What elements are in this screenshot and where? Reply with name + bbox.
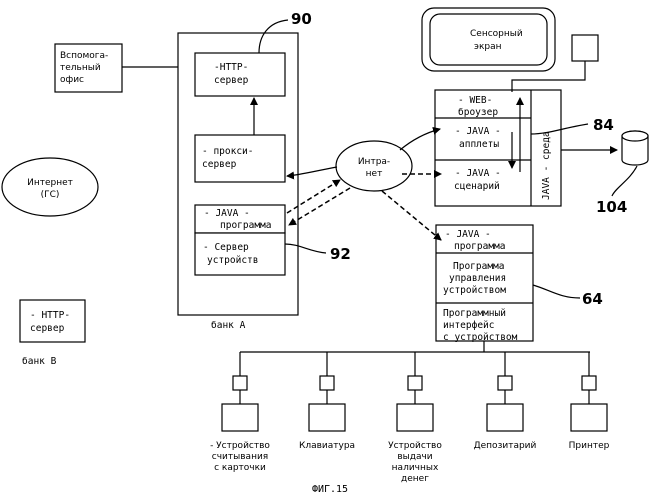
- device-row: - Устройствосчитыванияс карточкиКлавиату…: [210, 352, 610, 484]
- database-icon: [622, 131, 648, 165]
- back-office-label-2: тельный: [60, 63, 101, 73]
- proxy-server-node: - прокси- сервер: [195, 135, 285, 182]
- device-keyboard-label-1: Клавиатура: [299, 441, 355, 451]
- device-cash-dispenser-label-4: денег: [401, 474, 429, 484]
- ref-84-leader: [531, 124, 588, 134]
- internet-label-2: (ГС): [41, 190, 60, 200]
- device-card-reader-label-3: с карточки: [214, 463, 266, 473]
- device-depository-label-1: Депозитарий: [474, 441, 537, 451]
- internet-label-1: Интернет: [27, 178, 73, 188]
- device-printer-label-1: Принтер: [569, 441, 610, 451]
- device-card-reader-label-2: считывания: [212, 452, 268, 462]
- ref-90: 90: [291, 10, 312, 28]
- device-mgmt-label-1: Программа: [453, 261, 504, 272]
- device-cash-dispenser-label-1: Устройство: [388, 441, 442, 451]
- java-applets-label-1: - JAVA -: [455, 126, 501, 137]
- java-to-intranet-dashed-arrow: [287, 180, 340, 213]
- device-keyboard: Клавиатура: [299, 352, 355, 451]
- java-scenario-label-2: сценарий: [454, 181, 500, 192]
- device-server-label-2: устройств: [207, 255, 258, 266]
- device-mgmt-label-2: управления: [449, 273, 506, 284]
- java-applets-label-2: апплеты: [459, 139, 499, 150]
- java-program-a-sublabel: программа: [220, 220, 271, 231]
- touch-screen-label-2: экран: [474, 42, 502, 52]
- java-env-label: JAVA - среда: [541, 131, 552, 200]
- back-office-label-3: офис: [60, 75, 84, 85]
- ref-84: 84: [593, 116, 614, 134]
- java-program-a-node: - JAVA - программа: [195, 205, 285, 233]
- intranet-to-proxy-arrow: [287, 167, 337, 176]
- intranet-to-applets-arrow: [400, 129, 440, 150]
- web-browser-label-2: броузер: [458, 107, 498, 118]
- proxy-server-label-1: - прокси-: [202, 146, 253, 157]
- device-api-label-1: Программный: [443, 308, 506, 319]
- ref-92-leader: [285, 244, 326, 253]
- ref-64-leader: [533, 285, 580, 298]
- device-api-label-2: интерфейс: [443, 320, 494, 331]
- http-server-b-label-2: сервер: [30, 323, 65, 334]
- device-printer: Принтер: [569, 352, 610, 451]
- figure-caption: ФИГ.15: [312, 484, 348, 495]
- bank-b-label: банк В: [22, 356, 57, 367]
- touch-screen-label-1: Сенсорный: [470, 29, 523, 39]
- device-cash-dispenser: Устройствовыдачиналичныхденег: [388, 352, 442, 484]
- java-program-t-label-1: - JAVA -: [445, 229, 491, 240]
- intranet-label-1: Интра-: [358, 157, 390, 167]
- ref-104-leader: [612, 166, 637, 196]
- java-program-a-label: - JAVA -: [204, 208, 250, 219]
- http-server-b-label-1: - HTTP-: [30, 310, 70, 321]
- intranet-node: Интра- нет: [336, 141, 412, 191]
- back-office-label-1: Вспомога-: [60, 51, 108, 61]
- java-program-t-label-2: программа: [454, 241, 505, 252]
- bank-a-label: банк А: [211, 320, 246, 331]
- device-mgmt-label-3: устройством: [443, 285, 506, 296]
- device-cash-dispenser-label-3: наличных: [392, 463, 439, 473]
- device-depository: Депозитарий: [474, 352, 537, 451]
- device-cash-dispenser-label-2: выдачи: [397, 452, 432, 462]
- back-office-node: Вспомога- тельный офис: [55, 44, 122, 92]
- ref-90-leader: [259, 20, 288, 53]
- proxy-server-label-2: сервер: [202, 159, 237, 170]
- device-api-label-3: с устройством: [443, 332, 518, 343]
- touch-screen-node: Сенсорный экран: [422, 8, 598, 92]
- bank-b-node: - HTTP- сервер банк В: [20, 300, 85, 367]
- web-browser-label-1: - WEB-: [458, 95, 492, 106]
- java-scenario-label-1: - JAVA -: [455, 168, 501, 179]
- terminal-stack: - JAVA - программа Программа управления …: [436, 225, 533, 343]
- intranet-label-2: нет: [366, 169, 383, 179]
- ref-64: 64: [582, 290, 603, 308]
- internet-node: Интернет (ГС): [2, 158, 98, 216]
- http-server-a-label-2: сервер: [214, 75, 249, 86]
- intranet-to-terminal-dashed-arrow: [382, 191, 441, 240]
- device-server-label-1: - Сервер: [203, 242, 249, 253]
- device-card-reader-label-1: - Устройство: [210, 441, 270, 451]
- ref-92: 92: [330, 245, 351, 263]
- http-server-a-node: -HTTP- сервер: [195, 53, 285, 96]
- http-server-a-label-1: -HTTP-: [214, 62, 248, 73]
- device-card-reader: - Устройствосчитыванияс карточки: [210, 352, 270, 473]
- browser-stack: - WEB- броузер - JAVA - апплеты - JAVA -…: [435, 90, 561, 206]
- ref-104: 104: [596, 198, 627, 216]
- device-server-node: - Сервер устройств: [195, 233, 285, 275]
